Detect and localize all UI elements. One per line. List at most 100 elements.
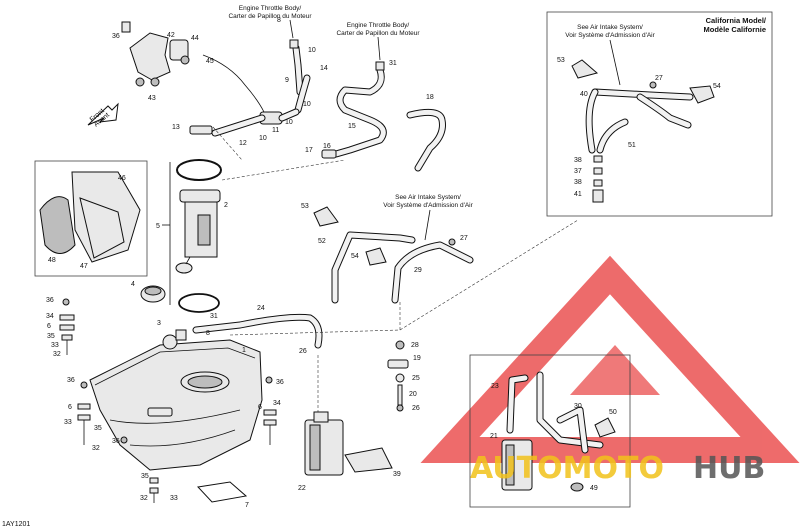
- part-label-12: 12: [239, 140, 247, 147]
- heat-shield-inset: [34, 160, 148, 277]
- part-label-32b: 32: [92, 445, 100, 452]
- part-label-2: 2: [224, 202, 228, 209]
- part-label-7: 7: [245, 502, 249, 509]
- part-label-30: 30: [574, 403, 582, 410]
- watermark-text-part1: AUTOMOTO: [470, 451, 664, 486]
- part-label-43: 43: [148, 95, 156, 102]
- part-label-47: 47: [80, 263, 88, 270]
- part-label-44: 44: [191, 35, 199, 42]
- part-label-41: 41: [574, 191, 582, 198]
- part-label-27a: 27: [460, 235, 468, 242]
- part-label-10c: 10: [285, 119, 293, 126]
- part-label-36b: 36: [46, 297, 54, 304]
- part-label-33a: 33: [51, 342, 59, 349]
- watermark-logo: [420, 255, 800, 463]
- part-label-27b: 27: [655, 75, 663, 82]
- part-label-39: 39: [393, 471, 401, 478]
- part-label-25: 25: [412, 375, 420, 382]
- part-label-24: 24: [257, 305, 265, 312]
- part-label-10a: 10: [308, 47, 316, 54]
- part-label-35b: 35: [94, 425, 102, 432]
- part-label-17: 17: [305, 147, 313, 154]
- california-model-box: [546, 11, 773, 217]
- quick-connector: [189, 125, 213, 135]
- part-label-11: 11: [272, 127, 279, 134]
- part-label-37: 37: [574, 168, 582, 175]
- part-label-35c: 35: [141, 473, 149, 480]
- part-label-33c: 33: [170, 495, 178, 502]
- mid-air-intake-caption-line1: See Air Intake System/: [395, 194, 461, 201]
- part-label-13: 13: [172, 124, 180, 131]
- part-label-8b: 8: [206, 330, 210, 337]
- part-label-28: 28: [411, 342, 419, 349]
- part-label-31a: 31: [389, 60, 397, 67]
- tank-pad: [196, 481, 248, 503]
- evap-inset-box: [469, 354, 631, 508]
- part-label-29: 29: [414, 267, 422, 274]
- part-label-10d: 10: [259, 135, 267, 142]
- cal-grommet-54: [689, 85, 715, 104]
- rollover-valve-stack: [387, 340, 409, 412]
- california-caption-line1: California Model/: [706, 16, 767, 25]
- part-label-8a: 8: [277, 17, 281, 24]
- watermark-text-part2: HUB: [693, 451, 765, 486]
- part-label-20: 20: [409, 391, 417, 398]
- throttle-caption-left-line1: Engine Throttle Body/: [239, 5, 302, 12]
- part-label-36d: 36: [112, 438, 120, 445]
- part-label-32a: 32: [53, 351, 61, 358]
- part-label-36a: 36: [112, 33, 120, 40]
- part-label-40: 40: [580, 91, 588, 98]
- part-label-45: 45: [206, 58, 214, 65]
- throttle-caption-left-line2: Carter de Papillon du Moteur: [228, 13, 312, 20]
- fuel-pump-module: [162, 159, 222, 313]
- part-label-38a: 38: [574, 157, 582, 164]
- part-label-14: 14: [320, 65, 328, 72]
- evap-inset-parts: [501, 371, 616, 492]
- evap-canister: [304, 411, 393, 476]
- part-label-6c: 6: [258, 404, 262, 411]
- cal-air-intake-caption-line2: Voir Système d'Admission d'Air: [565, 32, 655, 39]
- figure-code: 1AY1201: [2, 521, 30, 528]
- part-label-36c: 36: [67, 377, 75, 384]
- cal-grommet-53: [571, 59, 599, 79]
- part-label-49: 49: [590, 485, 598, 492]
- part-label-22: 22: [298, 485, 306, 492]
- california-caption-line2: Modèle Californie: [703, 25, 766, 34]
- part-label-4: 4: [131, 281, 135, 288]
- bracket-assembly: [121, 21, 190, 87]
- part-label-32c: 32: [140, 495, 148, 502]
- part-label-54a: 54: [351, 253, 359, 260]
- part-label-38b: 38: [574, 179, 582, 186]
- part-label-42: 42: [167, 32, 175, 39]
- cal-air-intake-caption-line1: See Air Intake System/: [577, 24, 643, 31]
- part-label-48: 48: [48, 257, 56, 264]
- part-number-labels: 1 2 3 4 5 6 6 6 7 8 8 9 10 10 10 10 11 1…: [46, 17, 721, 509]
- part-label-21: 21: [490, 433, 498, 440]
- part-label-10b: 10: [303, 101, 311, 108]
- part-label-53a: 53: [301, 203, 309, 210]
- part-label-34a: 34: [46, 313, 54, 320]
- part-label-19: 19: [413, 355, 421, 362]
- part-label-5: 5: [156, 223, 160, 230]
- part-label-34b: 34: [273, 400, 281, 407]
- part-label-1: 1: [242, 347, 246, 354]
- part-label-9: 9: [285, 77, 289, 84]
- part-label-52: 52: [318, 238, 326, 245]
- part-label-51: 51: [628, 142, 636, 149]
- part-label-6a: 6: [47, 323, 51, 330]
- part-label-31b: 31: [210, 313, 218, 320]
- hardware-left: [59, 298, 277, 503]
- part-label-23: 23: [491, 383, 499, 390]
- part-label-36e: 36: [276, 379, 284, 386]
- part-label-16: 16: [323, 143, 331, 150]
- part-label-6b: 6: [68, 404, 72, 411]
- part-label-46: 46: [118, 175, 126, 182]
- part-label-35a: 35: [47, 333, 55, 340]
- throttle-caption-right-line2: Carter de Papillon du Moteur: [336, 30, 420, 37]
- part-label-18: 18: [426, 94, 434, 101]
- part-label-3: 3: [157, 320, 161, 327]
- part-label-54b: 54: [713, 83, 721, 90]
- part-label-53b: 53: [557, 57, 565, 64]
- part-label-50: 50: [609, 409, 617, 416]
